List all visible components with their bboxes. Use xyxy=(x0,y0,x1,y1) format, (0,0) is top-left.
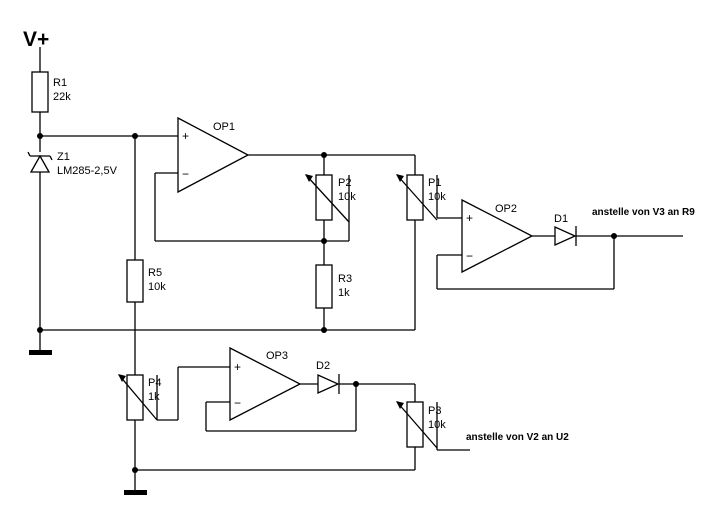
op3-minus: − xyxy=(234,396,241,410)
resistor-r3: R3 1k xyxy=(315,264,352,309)
p2-value: 10k xyxy=(338,191,356,203)
opamp-op3: + − OP3 xyxy=(229,346,302,422)
r1-ref: R1 xyxy=(53,77,67,89)
junction-dot xyxy=(321,238,327,244)
potentiometer-p2: P2 10k xyxy=(305,174,356,223)
diode-d2: D2 xyxy=(316,360,340,395)
p4-value: 1k xyxy=(148,391,160,403)
opamp-op2: + − OP2 xyxy=(461,198,534,274)
junction-dot xyxy=(132,467,138,473)
zener-z1: Z1 LM285-2,5V xyxy=(27,151,118,177)
p3-ref: P3 xyxy=(428,405,441,417)
r5-ref: R5 xyxy=(148,267,162,279)
r1-value: 22k xyxy=(53,91,71,103)
potentiometer-p4: P4 1k xyxy=(118,374,161,421)
z1-ref: Z1 xyxy=(57,151,70,163)
z1-value: LM285-2,5V xyxy=(57,165,118,177)
diode-d1: D1 xyxy=(554,213,577,247)
d1-ref: D1 xyxy=(554,213,568,225)
p3-value: 10k xyxy=(428,419,446,431)
supply-label: V+ xyxy=(23,28,49,51)
junction-dot xyxy=(132,133,138,139)
op3-plus: + xyxy=(234,360,241,374)
d2-ref: D2 xyxy=(316,360,330,372)
op1-ref: OP1 xyxy=(213,121,235,133)
p2-ref: P2 xyxy=(338,177,351,189)
p1-value: 10k xyxy=(428,191,446,203)
op1-minus: − xyxy=(182,167,189,181)
r5-value: 10k xyxy=(148,281,166,293)
ground-symbol-2 xyxy=(124,490,147,495)
op1-plus: + xyxy=(182,129,189,143)
junction-dot xyxy=(37,327,43,333)
op3-ref: OP3 xyxy=(266,350,288,362)
junction-dot xyxy=(321,152,327,158)
r3-value: 1k xyxy=(338,287,350,299)
op2-plus: + xyxy=(466,211,473,225)
potentiometer-p1: P1 10k xyxy=(396,174,446,221)
r3-ref: R3 xyxy=(338,273,352,285)
p1-ref: P1 xyxy=(428,177,441,189)
p4-ref: P4 xyxy=(148,377,161,389)
resistor-r5: R5 10k xyxy=(126,259,166,303)
junction-dot xyxy=(611,233,617,239)
resistor-r1: R1 22k xyxy=(31,71,71,113)
ground-symbol-1 xyxy=(29,350,52,355)
op2-ref: OP2 xyxy=(495,203,517,215)
op2-minus: − xyxy=(466,249,473,263)
output-label-2: anstelle von V2 an U2 xyxy=(466,432,569,443)
output-label-1: anstelle von V3 an R9 xyxy=(592,207,695,218)
potentiometer-p3: P3 10k xyxy=(396,401,446,449)
wires xyxy=(39,47,683,492)
junctions xyxy=(37,133,617,473)
junction-dot xyxy=(321,327,327,333)
junction-dot xyxy=(37,133,43,139)
junction-dot xyxy=(353,381,359,387)
opamp-op1: + − OP1 xyxy=(177,116,250,194)
